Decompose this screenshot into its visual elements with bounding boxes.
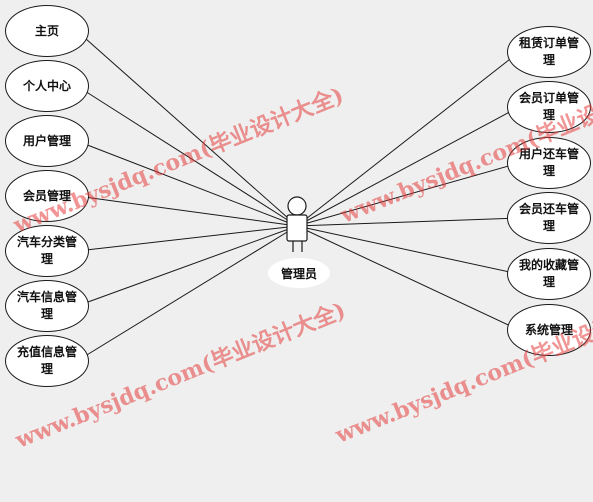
use-case-label: 汽车分类管理 — [17, 235, 78, 266]
use-case-right-5: 系统管理 — [507, 304, 591, 356]
association-line — [296, 51, 520, 227]
use-case-right-4: 我的收藏管理 — [507, 248, 591, 300]
association-line — [296, 106, 520, 227]
association-line — [76, 30, 298, 227]
association-line — [296, 217, 520, 227]
use-case-label: 会员还车管理 — [519, 202, 580, 233]
association-line — [296, 225, 520, 275]
use-case-right-1: 会员订单管理 — [507, 81, 591, 133]
use-case-label: 主页 — [34, 23, 59, 38]
use-case-left-6: 充值信息管理 — [5, 335, 89, 387]
use-case-left-1: 个人中心 — [5, 60, 89, 112]
use-case-left-4: 汽车分类管理 — [5, 225, 89, 277]
use-case-right-3: 会员还车管理 — [507, 192, 591, 244]
association-line — [76, 225, 298, 252]
actor-head — [287, 196, 307, 216]
association-line — [76, 140, 298, 227]
use-case-right-0: 租赁订单管理 — [507, 26, 591, 78]
actor-body — [286, 214, 308, 242]
association-lines — [76, 30, 520, 362]
use-case-label: 我的收藏管理 — [519, 258, 580, 289]
actor-label: 管理员 — [268, 258, 330, 288]
actor-figure — [286, 196, 308, 252]
use-case-label: 用户管理 — [22, 133, 71, 148]
association-line — [76, 225, 298, 307]
use-case-left-5: 汽车信息管理 — [5, 280, 89, 332]
use-case-label: 汽车信息管理 — [17, 290, 78, 321]
use-case-label: 租赁订单管理 — [519, 36, 580, 67]
association-line — [76, 225, 298, 362]
use-case-label: 个人中心 — [22, 78, 71, 93]
use-case-left-2: 用户管理 — [5, 115, 89, 167]
association-line — [76, 85, 298, 227]
association-line — [76, 195, 298, 227]
use-case-label: 充值信息管理 — [17, 345, 78, 376]
use-case-label: 用户还车管理 — [519, 147, 580, 178]
use-case-label: 会员管理 — [22, 188, 71, 203]
use-case-right-2: 用户还车管理 — [507, 137, 591, 189]
use-case-label: 会员订单管理 — [519, 91, 580, 122]
use-case-label: 系统管理 — [524, 322, 573, 337]
association-line — [296, 225, 520, 331]
use-case-left-0: 主页 — [5, 5, 89, 57]
use-case-left-3: 会员管理 — [5, 170, 89, 222]
association-line — [296, 162, 520, 227]
